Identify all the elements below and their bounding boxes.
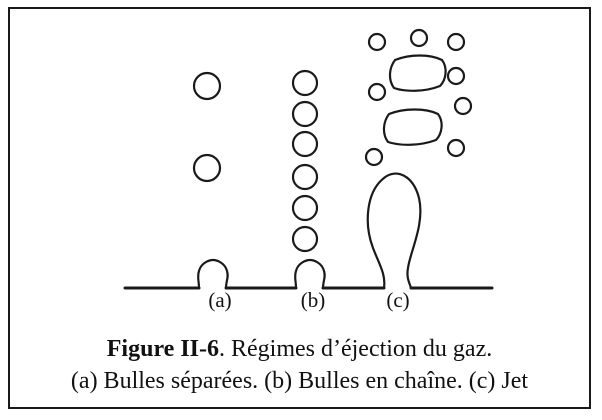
droplet-c-4 xyxy=(446,66,466,86)
droplet-c-6 xyxy=(453,96,473,116)
bubble-b-3 xyxy=(291,130,319,158)
droplet-c-2 xyxy=(409,28,429,48)
bubble-a-2 xyxy=(192,153,222,183)
label-b: (b) xyxy=(301,288,326,312)
bubble-b-5 xyxy=(291,194,319,222)
caption-description: (a) Bulles séparées. (b) Bulles en chaîn… xyxy=(70,368,529,394)
gas-slug-top xyxy=(388,54,447,92)
label-a: (a) xyxy=(208,288,231,312)
droplet-c-3 xyxy=(446,32,466,52)
bubble-b-6 xyxy=(291,225,319,253)
caption-title-text: . Régimes d’éjection du gaz. xyxy=(218,336,493,362)
figure-label: Figure II-6 xyxy=(106,336,219,362)
droplet-c-7 xyxy=(446,138,466,158)
bubble-b-4 xyxy=(291,163,319,191)
droplet-c-5 xyxy=(367,82,387,102)
gas-slug-bottom xyxy=(382,108,443,146)
caption-title: Figure II-6. Régimes d’éjection du gaz. xyxy=(8,334,591,364)
nozzle-a-bubble xyxy=(197,258,229,290)
droplet-c-8 xyxy=(364,147,384,167)
bubble-a-1 xyxy=(192,71,222,101)
nozzle-b-bubble xyxy=(294,258,326,290)
bubble-b-2 xyxy=(291,100,319,128)
label-c: (c) xyxy=(386,288,409,312)
jet-plume xyxy=(366,172,422,290)
figure-frame xyxy=(8,7,591,409)
droplet-c-1 xyxy=(367,32,387,52)
bubble-b-1 xyxy=(291,69,319,97)
